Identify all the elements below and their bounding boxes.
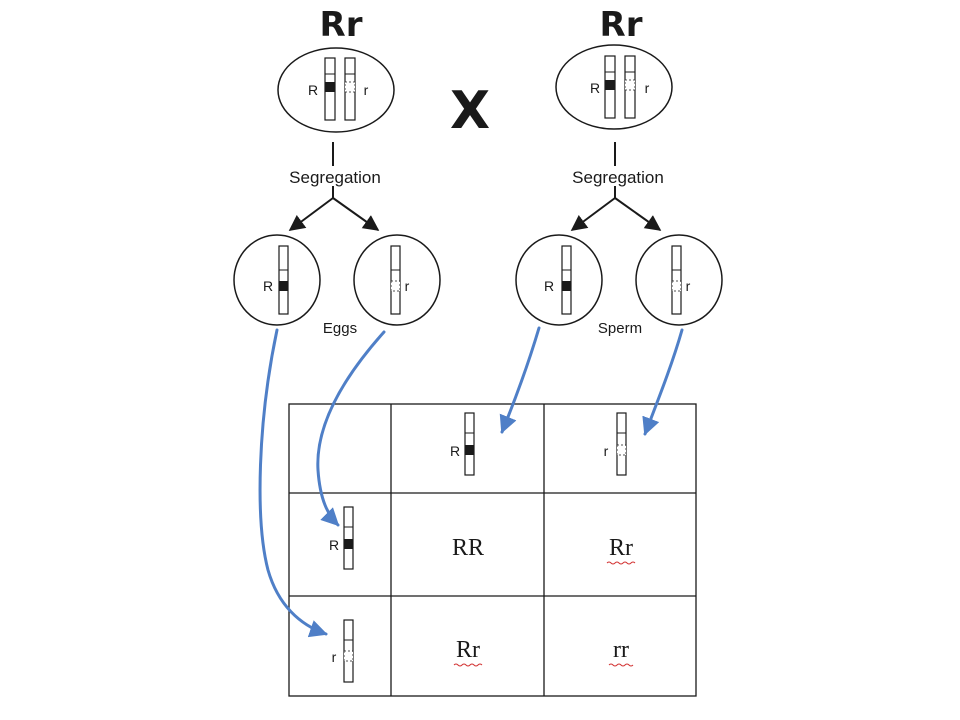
cell-RR: RR [452,535,484,561]
egg-allele-r: r [405,278,410,294]
chromosome-r [624,55,636,119]
row-header-label-r: r [332,649,337,665]
arrow-egg-r-to-row [316,330,386,527]
cross-symbol: X [450,81,490,141]
parent-right-genotype: Rr [600,5,643,45]
parent-left-cell: R r [277,47,395,133]
sperm-allele-r: r [686,278,691,294]
parent-right-cell: R r [555,44,673,130]
cell-Rr-bottom: Rr [456,637,480,663]
row-header-label-R: R [329,537,339,553]
eggs-label: Eggs [323,320,357,337]
col-header-R: R [450,412,475,476]
col-header-r: r [604,412,627,476]
allele-label-r: r [364,82,369,98]
punnett-grid [288,403,697,697]
cell-rr: rr [613,637,629,663]
chromosome-R [324,57,336,121]
egg-cell-r: r [353,234,441,326]
col-header-label-R: R [450,443,460,459]
spellcheck-squiggle [608,663,634,667]
sperm-label: Sperm [598,320,642,337]
spellcheck-squiggle [453,663,483,667]
sperm-allele-R: R [544,278,554,294]
arrow-sperm-r-to-col [642,328,684,436]
gamete-arrows [258,326,684,638]
sperm-cell-R: R [515,234,603,326]
sperm-cell-r: r [635,234,723,326]
row-header-r: r [332,619,354,683]
egg-cell-R: R [233,234,321,326]
egg-allele-R: R [263,278,273,294]
arrow-egg-R-to-row [258,328,328,638]
cell-Rr-top: Rr [609,535,633,561]
allele-label-r: r [645,80,650,96]
parent-left-genotype: Rr [320,5,363,45]
spellcheck-squiggle [606,561,636,565]
allele-label-R: R [590,80,600,96]
chromosome-r [344,57,356,121]
col-header-label-r: r [604,443,609,459]
segregation-left: Segregation [288,142,381,231]
chromosome-R [604,55,616,119]
arrow-sperm-R-to-col [499,326,541,434]
row-header-R: R [329,506,354,570]
segregation-label-left: Segregation [289,168,381,187]
allele-label-R: R [308,82,318,98]
segregation-label-right: Segregation [572,168,664,187]
segregation-right: Segregation [570,142,664,231]
